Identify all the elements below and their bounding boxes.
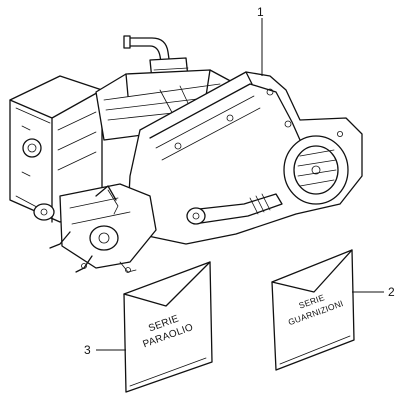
callout-gasket-kit: 2 [352,285,395,299]
callout-oil-seal-kit: 3 [84,343,126,357]
lower-crankcase [33,183,157,269]
callout-number: 1 [257,5,264,19]
callout-engine: 1 [257,5,264,76]
kick-start-lever [186,193,283,225]
callout-number: 3 [84,343,91,357]
gasket-kit-package: SERIE GUARNIZIONI [271,249,355,371]
callout-number: 2 [388,285,395,299]
engine-assembly [9,35,363,273]
oil-seal-kit-package: SERIE PARAOLIO [123,261,213,393]
wiring-harness [49,185,137,273]
variator-cover [283,135,349,205]
